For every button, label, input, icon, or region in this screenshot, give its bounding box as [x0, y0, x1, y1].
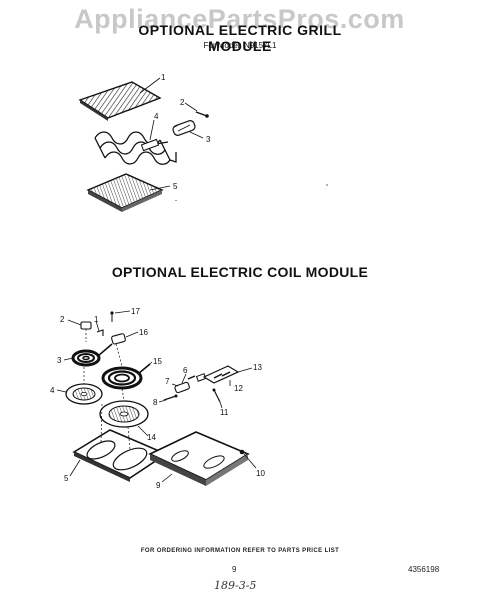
coil-callout-3: 3 — [57, 356, 62, 365]
large-drip-bowl-part — [99, 388, 149, 428]
coil-receptacle-part — [111, 333, 126, 345]
grill-callout-2: 2 — [180, 98, 185, 107]
coil-callout-14: 14 — [147, 433, 156, 442]
grill-element-terminal — [140, 138, 160, 152]
coil-callout-15: 15 — [153, 357, 162, 366]
ordering-note: FOR ORDERING INFORMATION REFER TO PARTS … — [140, 548, 340, 554]
coil-callout-4: 4 — [50, 386, 55, 395]
coil-screw-part — [110, 311, 114, 322]
model-line: For Model: N9157L1 — [203, 41, 277, 50]
coil-callout-9: 9 — [156, 481, 161, 490]
grill-callout-3: 3 — [206, 135, 211, 144]
module-pan-part — [148, 431, 250, 486]
coil-callout-16: 16 — [139, 328, 148, 337]
grill-grate-part — [78, 81, 162, 121]
grill-element-part — [94, 131, 177, 165]
coil-callout-17: 17 — [131, 307, 140, 316]
grill-receptacle-part — [172, 120, 196, 136]
small-coil-element-part — [71, 343, 113, 367]
coil-callout-10: 10 — [256, 469, 265, 478]
grill-callout-5: 5 — [173, 182, 178, 191]
trim-plate-part — [72, 403, 168, 482]
coil-callout-6: 6 — [183, 366, 188, 375]
watermark: AppliancePartsPros.com — [74, 4, 405, 34]
small-drip-bowl-part — [65, 367, 103, 405]
coil-callout-12: 12 — [234, 384, 243, 393]
grill-callout-1: 1 — [161, 73, 166, 82]
coil-callout-5: 5 — [64, 474, 69, 483]
pan-screw-part — [239, 449, 245, 455]
coil-receptacle-cap-part — [80, 321, 92, 342]
coil-callout-1: 1 — [94, 315, 99, 324]
coil-callout-11: 11 — [220, 408, 229, 417]
grill-drip-pan-part — [86, 173, 164, 212]
large-coil-element-part — [101, 343, 151, 390]
switch-part — [174, 373, 207, 394]
grill-screw-part — [195, 111, 209, 118]
grill-callout-4: 4 — [154, 112, 159, 121]
coil-callout-13: 13 — [253, 363, 262, 372]
terminal-block-part — [202, 365, 240, 384]
grill-leader-lines — [139, 77, 204, 203]
grill-module-title: OPTIONAL ELECTRIC GRILL MODULE — [138, 22, 342, 54]
document-number: 4356198 — [408, 565, 440, 574]
coil-callout-8: 8 — [153, 398, 158, 407]
coil-module-title: OPTIONAL ELECTRIC COIL MODULE — [111, 264, 369, 280]
handwritten-note: 189-3-5 — [214, 579, 257, 592]
terminal-screw-part — [212, 388, 221, 403]
coil-bracket-part — [96, 329, 104, 336]
page-number: 9 — [232, 565, 237, 574]
coil-leader-lines — [56, 310, 257, 483]
coil-callout-2: 2 — [60, 315, 65, 324]
coil-callout-7: 7 — [165, 377, 170, 386]
switch-screw-part — [163, 394, 178, 401]
